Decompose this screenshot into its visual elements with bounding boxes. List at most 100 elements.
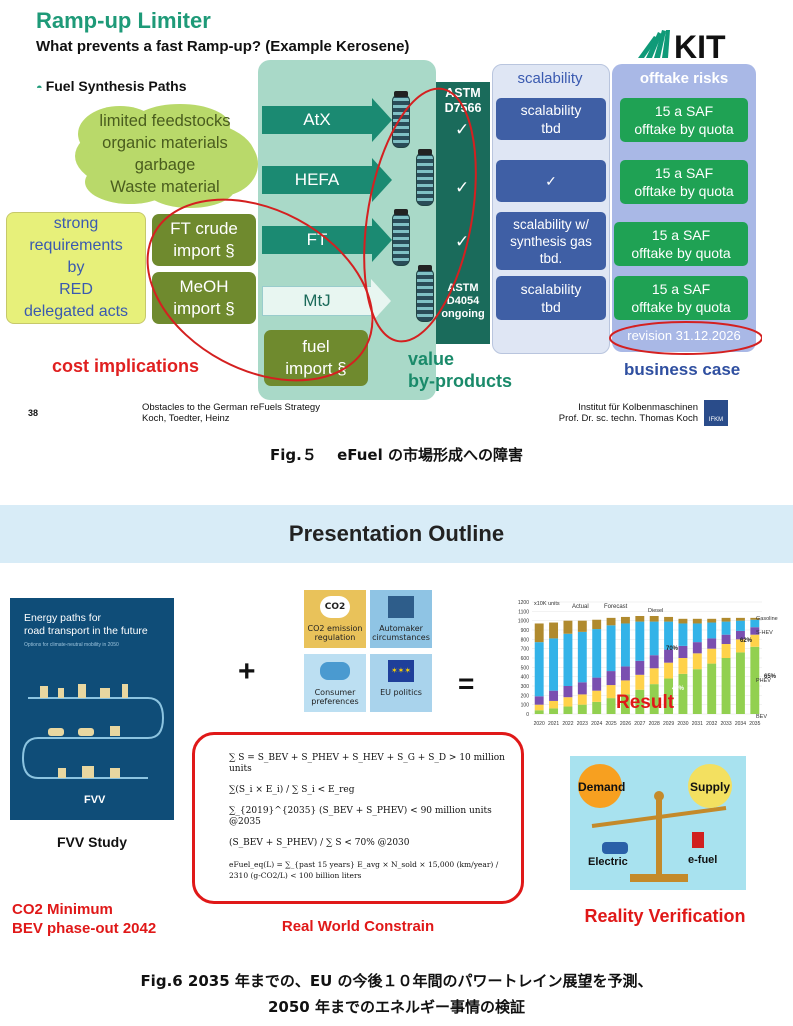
co2-minimum-label: CO2 Minimum BEV phase-out 2042 [12,900,156,938]
path-arrow-hefa: HEFA [262,158,392,202]
footer-left: Obstacles to the German reFuels Strategy… [142,402,320,424]
percent-annotation: 62% [740,638,753,644]
offtake-item: 15 a SAF offtake by quota [620,98,748,142]
bar-segment [606,625,616,672]
bar-segment [549,622,559,639]
offtake-line: offtake by quota [634,121,734,137]
cloud-line: organic materials [102,134,228,152]
bar-segment [577,620,587,632]
formula-list: ∑ S = S_BEV + S_PHEV + S_HEV + S_G + S_D… [229,753,519,881]
requirements-line: strong [53,215,99,232]
plus-sign: + [238,655,256,688]
y-axis-label: x10K units [534,601,560,607]
bar-segment [620,616,630,624]
factory-car-icon [388,596,414,618]
section-heading-text: Fuel Synthesis Paths [45,78,187,94]
bar-segment [721,617,731,622]
percent-annotation: 65% [764,674,777,680]
offtake-line: 15 a SAF [654,103,714,119]
bar-segment [563,633,573,686]
scale-svg [578,764,732,882]
cost-implications-label: cost implications [52,356,200,376]
offtake-line: offtake by quota [631,299,731,315]
check-icon: ✓ [455,178,470,198]
scalability-line: synthesis gas [510,233,592,249]
feedstock-cloud: limited feedstocks organic materials gar… [70,104,260,208]
co2-label-line: BEV phase-out 2042 [12,920,157,937]
bar-segment [592,701,602,714]
scalability-header: scalability [517,70,583,87]
requirements-line: requirements [29,237,123,254]
slide-title: Ramp-up Limiter [36,8,211,33]
bar-segment [678,645,688,658]
equals-sign: = [458,668,475,699]
footer-right: Institut für Kolbenmaschinen Prof. Dr. s… [520,402,698,424]
path-arrow-atx: AtX [262,98,392,142]
result-overlay: Result [616,692,675,713]
bar-segment [664,616,674,622]
y-tick-label: 600 [521,656,530,662]
scalability-item: ✓ [496,160,606,202]
astm-top-line: ASTM [445,86,481,100]
scalability-line: scalability [520,102,582,118]
x-tick-label: 2032 [706,721,717,727]
revision-label: revision 31.12.2026 [627,328,741,343]
y-tick-label: 300 [521,684,530,690]
balance-scale-illustration: Demand Supply Electric e-fuel [570,756,746,890]
fig5-caption: Fig.５ eFuel の市場形成への障害 [270,446,523,464]
bar-segment [649,616,659,622]
business-case-label: business case [624,360,741,379]
footer-right-line: Institut für Kolbenmaschinen [578,402,698,413]
bar-segment [750,634,760,647]
page-number: 38 [28,408,39,418]
constraint-formulas-box: ∑ S = S_BEV + S_PHEV + S_HEV + S_G + S_D… [192,732,524,904]
efuel-label: e-fuel [688,854,718,866]
bar-segment [707,663,717,714]
bar-segment [649,668,659,685]
supply-label: Supply [689,780,730,794]
slide-subtitle: What prevents a fast Ramp-up? (Example K… [36,38,410,55]
legend-label: PHEV [756,678,771,684]
book-subtitle: Options for climate-neutral mobility in … [24,642,119,648]
astm-bottom-line: D4054 [446,295,480,307]
bar-segment [692,669,702,714]
bar-segment [606,698,616,714]
bar-segment [620,666,630,681]
fig6-caption-line: Fig.6 2035 年までの、EU の今後１０年間のパワートレイン展望を予測、 [140,972,653,990]
requirements-line: RED [59,281,93,298]
bar-segment [664,621,674,650]
fig6-caption: Fig.6 2035 年までの、EU の今後１０年間のパワートレイン展望を予測、… [0,968,793,1020]
offtake-line: offtake by quota [631,245,731,261]
y-tick-label: 700 [521,647,530,653]
consumer-preferences-tile: Consumer preferences [304,654,366,712]
legend-label: Diesel [648,608,663,614]
real-world-constrain-label: Real World Constrain [281,918,435,935]
tile-label: Consumer preferences [311,688,359,706]
bar-segment [606,617,616,626]
meoh-line: import § [173,299,235,318]
bar-segment [735,639,745,653]
fuel-import-box: fuel import § [264,330,368,386]
legend-label: S-HEV [756,630,773,636]
bar-segment [549,708,559,714]
fig6-caption-line: 2050 年までのエネルギー事情の検証 [268,998,525,1016]
bar-segment [664,662,674,679]
actual-annotation: Actual [572,604,589,610]
cloud-line: garbage [134,156,196,174]
bar-segment [620,694,630,714]
fuel-vial-icon [416,149,434,206]
x-tick-label: 2034 [735,721,746,727]
bar-segment [606,671,616,686]
bar-segment [707,622,717,639]
bar-segment [735,630,745,640]
bar-segment [549,638,559,691]
x-tick-label: 2020 [534,721,545,727]
x-tick-label: 2022 [562,721,573,727]
formula: ∑(S_i × E_i) / ∑ S_i < E_reg [229,785,355,795]
y-tick-label: 1100 [518,609,529,615]
ft-crude-box: FT crude import § [152,214,256,266]
bar-segment [707,638,717,649]
y-tick-label: 400 [521,675,530,681]
bar-segment [577,682,587,695]
chart-svg: 0100200300400500600700800900100011001200… [518,600,778,727]
